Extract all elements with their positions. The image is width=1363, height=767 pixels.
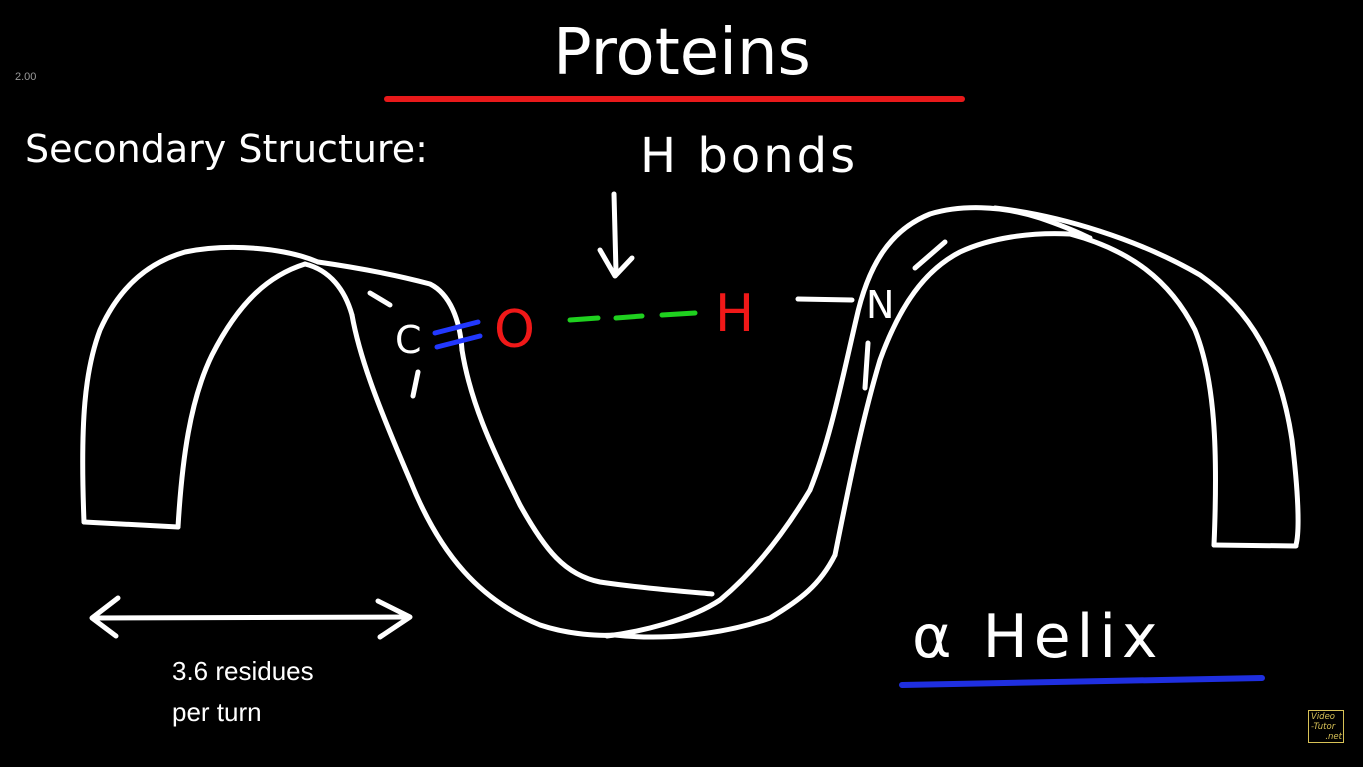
oxygen-atom: O <box>494 300 535 360</box>
residues-per-turn-line1: 3.6 residues <box>172 656 314 686</box>
amine-group: H N <box>715 239 948 391</box>
hydrogen-atom: H <box>715 284 754 344</box>
alpha-helix-label: α Helix <box>912 602 1164 672</box>
double-bond-bottom <box>434 333 483 350</box>
carbon-bond-upper <box>367 290 393 308</box>
hydrogen-nitrogen-bond <box>795 296 855 303</box>
double-bond-top <box>432 319 481 336</box>
nitrogen-atom: N <box>866 283 894 327</box>
double-headed-arrow-icon <box>89 595 413 640</box>
playback-speed: 2.00 <box>15 71 37 83</box>
residues-per-turn-line2: per turn <box>172 697 262 727</box>
carbon-atom: C <box>395 318 422 362</box>
helix-label-underline <box>899 675 1265 688</box>
video-tutor-logo: Video -Tutor .net <box>1308 710 1344 743</box>
hydrogen-bond-label: H bonds <box>640 128 858 184</box>
section-heading: Secondary Structure: <box>25 127 428 171</box>
nitrogen-bond-lower <box>862 340 871 391</box>
page-title: Proteins <box>553 16 811 90</box>
hydrogen-bond-dashes <box>567 310 698 323</box>
helix-ribbon <box>80 205 1301 640</box>
nitrogen-bond-upper <box>912 239 948 271</box>
carbon-bond-lower <box>410 369 421 399</box>
down-arrow-icon <box>597 191 635 279</box>
carbonyl-group: C O <box>367 290 535 399</box>
